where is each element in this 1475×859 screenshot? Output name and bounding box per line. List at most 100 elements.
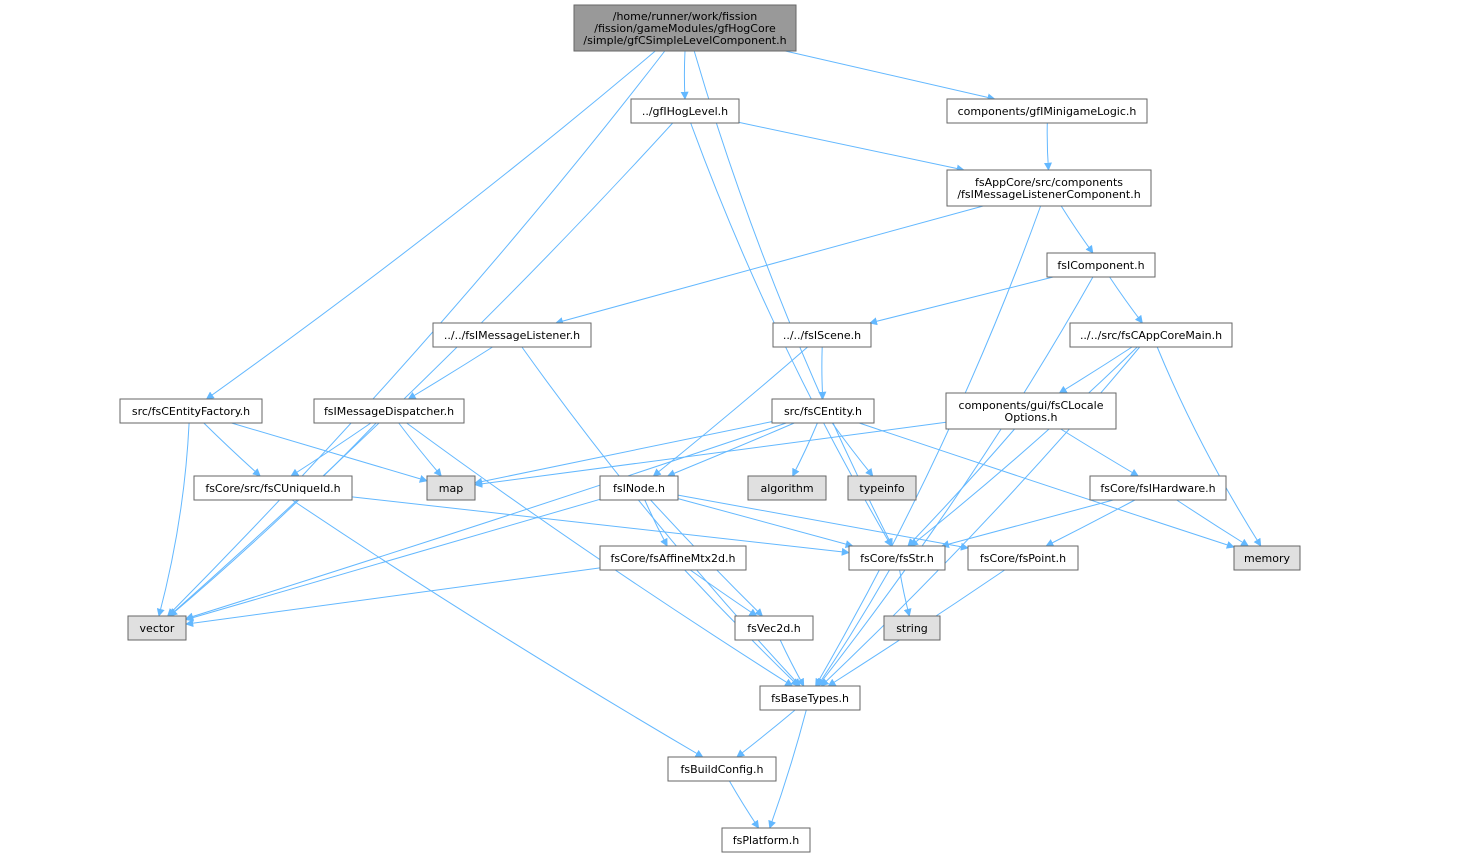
node-gfIMinigameLogic[interactable]: components/gfIMinigameLogic.h (946, 98, 1148, 124)
edge-fsStr-to-fsBaseTypes (817, 569, 890, 687)
node-label-fsIScene: ../../fsIScene.h (783, 329, 861, 342)
node-box-root (573, 4, 797, 52)
node-label-memory: memory (1244, 552, 1290, 565)
edge-fsCEntityFactory-to-map (231, 422, 428, 483)
node-fsCUniqueId[interactable]: fsCore/src/fsCUniqueId.h (193, 475, 353, 501)
node-fsIMessageListenerComponent[interactable]: fsAppCore/src/components/fsIMessageListe… (946, 169, 1152, 207)
node-fsCEntity[interactable]: src/fsCEntity.h (771, 398, 875, 424)
node-box-fsCEntityFactory (119, 398, 263, 424)
edge-root-to-gfIMinigameLogic (785, 50, 996, 102)
node-label-map: map (439, 482, 463, 495)
edge-fsIHardware-to-memory (1176, 499, 1249, 547)
node-box-fsPlatform (721, 827, 811, 853)
edge-fsIMessageDispatcher-to-vector (169, 422, 377, 617)
node-fsCAppCoreMain[interactable]: ../../src/fsCAppCoreMain.h (1069, 322, 1233, 348)
node-label-fsCLocaleOptions: Options.h (1005, 411, 1058, 424)
edge-fsCAppCoreMain-to-fsStr (910, 346, 1138, 547)
node-box-memory (1233, 545, 1301, 571)
edge-fsIMessageListenerComponent-to-fsBaseTypes (815, 205, 1042, 687)
node-label-fsAffineMtx2d: fsCore/fsAffineMtx2d.h (610, 552, 735, 565)
node-label-fsIMessageListenerComponent: fsAppCore/src/components (975, 176, 1123, 189)
edge-fsINode-to-vector (185, 498, 601, 622)
node-label-fsCEntity: src/fsCEntity.h (784, 405, 862, 418)
node-box-gfIHogLevel (630, 98, 740, 124)
node-vector: vector (127, 615, 187, 641)
node-fsCEntityFactory[interactable]: src/fsCEntityFactory.h (119, 398, 263, 424)
node-fsPlatform[interactable]: fsPlatform.h (721, 827, 811, 853)
node-fsBuildConfig[interactable]: fsBuildConfig.h (667, 756, 777, 782)
edge-fsIScene-to-fsCEntity (818, 346, 827, 400)
node-fsVec2d[interactable]: fsVec2d.h (734, 615, 814, 641)
node-label-algorithm: algorithm (760, 482, 813, 495)
edge-fsCUniqueId-to-fsStr (351, 496, 850, 556)
edge-fsIMessageListenerComponent-to-fsIComponent (1060, 205, 1094, 254)
node-box-fsIMessageDispatcher (313, 398, 465, 424)
edge-fsIHardware-to-fsPoint (1045, 499, 1136, 547)
edge-fsCEntity-to-algorithm (792, 422, 818, 477)
node-label-fsStr: fsCore/fsStr.h (860, 552, 934, 565)
edge-fsAffineMtx2d-to-vector (185, 567, 601, 628)
node-label-fsPlatform: fsPlatform.h (733, 834, 799, 847)
edge-fsIMessageDispatcher-to-fsCUniqueId (290, 422, 372, 477)
edges-layer (156, 50, 1262, 829)
edge-fsCLocaleOptions-to-map (474, 421, 947, 488)
edge-fsCAppCoreMain-to-fsCLocaleOptions (1058, 346, 1133, 394)
edge-fsCEntity-to-typeinfo (831, 422, 874, 477)
node-label-fsIMessageListenerComponent: /fsIMessageListenerComponent.h (957, 188, 1140, 201)
edge-fsBaseTypes-to-fsPlatform (768, 709, 807, 829)
edge-root-to-fsCEntityFactory (205, 50, 656, 400)
node-box-fsPoint (967, 545, 1079, 571)
edge-fsIComponent-to-fsCAppCoreMain (1109, 276, 1143, 324)
node-label-fsBuildConfig: fsBuildConfig.h (681, 763, 764, 776)
edge-fsCAppCoreMain-to-memory (1156, 346, 1262, 547)
node-fsIScene[interactable]: ../../fsIScene.h (772, 322, 872, 348)
node-fsIMessageDispatcher[interactable]: fsIMessageDispatcher.h (313, 398, 465, 424)
edge-fsVec2d-to-fsBaseTypes (779, 639, 805, 687)
edge-root-to-fsStr (693, 50, 893, 547)
node-memory: memory (1233, 545, 1301, 571)
node-box-vector (127, 615, 187, 641)
node-label-fsCEntityFactory: src/fsCEntityFactory.h (132, 405, 250, 418)
edge-fsCLocaleOptions-to-fsStr (907, 428, 1015, 547)
edge-fsStr-to-string (899, 569, 912, 617)
node-root[interactable]: /home/runner/work/fission/fission/gameMo… (573, 4, 797, 52)
node-box-fsIHardware (1089, 475, 1227, 501)
node-fsAffineMtx2d[interactable]: fsCore/fsAffineMtx2d.h (599, 545, 747, 571)
node-fsBaseTypes[interactable]: fsBaseTypes.h (759, 685, 861, 711)
node-box-fsINode (599, 475, 679, 501)
node-box-fsStr (848, 545, 946, 571)
node-box-fsCAppCoreMain (1069, 322, 1233, 348)
node-fsINode[interactable]: fsINode.h (599, 475, 679, 501)
node-fsIHardware[interactable]: fsCore/fsIHardware.h (1089, 475, 1227, 501)
node-box-fsIScene (772, 322, 872, 348)
node-label-typeinfo: typeinfo (859, 482, 904, 495)
node-label-vector: vector (140, 622, 175, 635)
node-box-fsAffineMtx2d (599, 545, 747, 571)
node-label-fsPoint: fsCore/fsPoint.h (980, 552, 1066, 565)
node-box-algorithm (747, 475, 827, 501)
edge-fsCEntity-to-memory (859, 422, 1235, 549)
edge-fsCLocaleOptions-to-fsIHardware (1060, 428, 1139, 477)
node-gfIHogLevel[interactable]: ../gfIHogLevel.h (630, 98, 740, 124)
node-label-fsCAppCoreMain: ../../src/fsCAppCoreMain.h (1080, 329, 1222, 342)
edge-fsCEntityFactory-to-fsCUniqueId (203, 422, 261, 477)
edge-fsIMessageDispatcher-to-map (398, 422, 442, 477)
nodes-layer: /home/runner/work/fission/fission/gameMo… (119, 4, 1301, 853)
node-fsIComponent[interactable]: fsIComponent.h (1046, 252, 1156, 278)
edge-fsAffineMtx2d-to-fsVec2d (690, 569, 758, 617)
edge-gfIHogLevel-to-vector (168, 122, 674, 617)
node-map: map (426, 475, 476, 501)
edge-fsIComponent-to-fsIScene (869, 276, 1054, 326)
edge-fsINode-to-fsPoint (677, 494, 969, 551)
edge-fsCEntityFactory-to-vector (156, 422, 190, 617)
node-typeinfo: typeinfo (847, 475, 917, 501)
node-fsIMessageListener[interactable]: ../../fsIMessageListener.h (432, 322, 592, 348)
node-fsPoint[interactable]: fsCore/fsPoint.h (967, 545, 1079, 571)
node-box-fsCLocaleOptions (945, 392, 1117, 430)
node-box-fsIMessageListenerComponent (946, 169, 1152, 207)
edge-fsIMessageDispatcher-to-fsBaseTypes (406, 422, 794, 687)
edge-gfIHogLevel-to-fsIMessageListenerComponent (738, 121, 965, 173)
node-fsStr[interactable]: fsCore/fsStr.h (848, 545, 946, 571)
